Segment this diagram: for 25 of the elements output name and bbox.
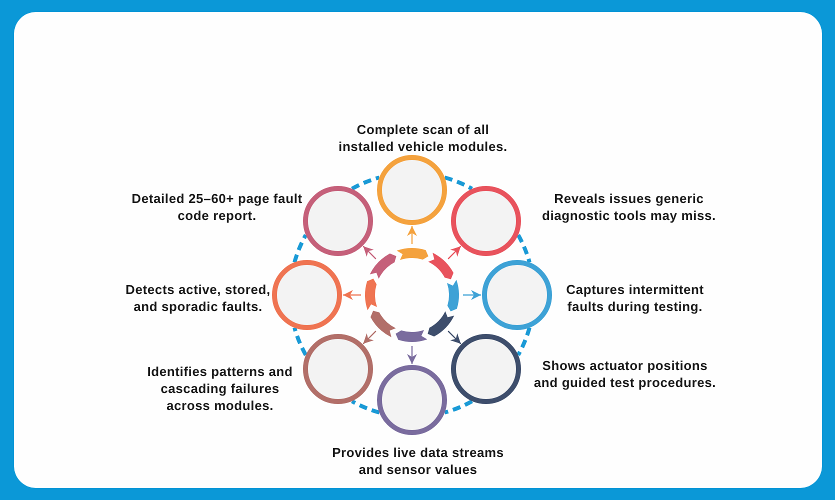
dashed-line [351, 176, 380, 191]
arrow [362, 246, 376, 260]
cycle-ring [362, 245, 462, 345]
step-description: Provides live data streams and sensor values [331, 444, 505, 478]
dashed-line [292, 327, 308, 356]
arrow [463, 290, 481, 300]
step-description: Reveals issues generic diagnostic tools may miss. [541, 190, 717, 224]
step-description: Detects active, stored, and sporadic faults. [124, 281, 272, 315]
arrow [448, 330, 462, 344]
dashed-line [516, 234, 532, 263]
arrow [407, 226, 417, 244]
arrow [362, 330, 376, 344]
step-description: Complete scan of all installed vehicle modules. [338, 121, 508, 155]
dashed-line [444, 399, 473, 414]
step-description: Shows actuator positions and guided test procedures. [532, 356, 718, 391]
dashed-line [516, 327, 532, 356]
dashed-line [444, 176, 473, 191]
step-description: Identifies patterns and cascading failures across modules. [146, 362, 294, 414]
dashed-line [351, 399, 380, 414]
arrow [343, 290, 361, 300]
step-description: Detailed 25–60+ page fault code report. [130, 190, 304, 224]
arrow [448, 246, 462, 260]
arrow [407, 346, 417, 364]
step-description: Captures intermittent faults during testing. [565, 281, 705, 315]
dashed-line [292, 234, 308, 263]
